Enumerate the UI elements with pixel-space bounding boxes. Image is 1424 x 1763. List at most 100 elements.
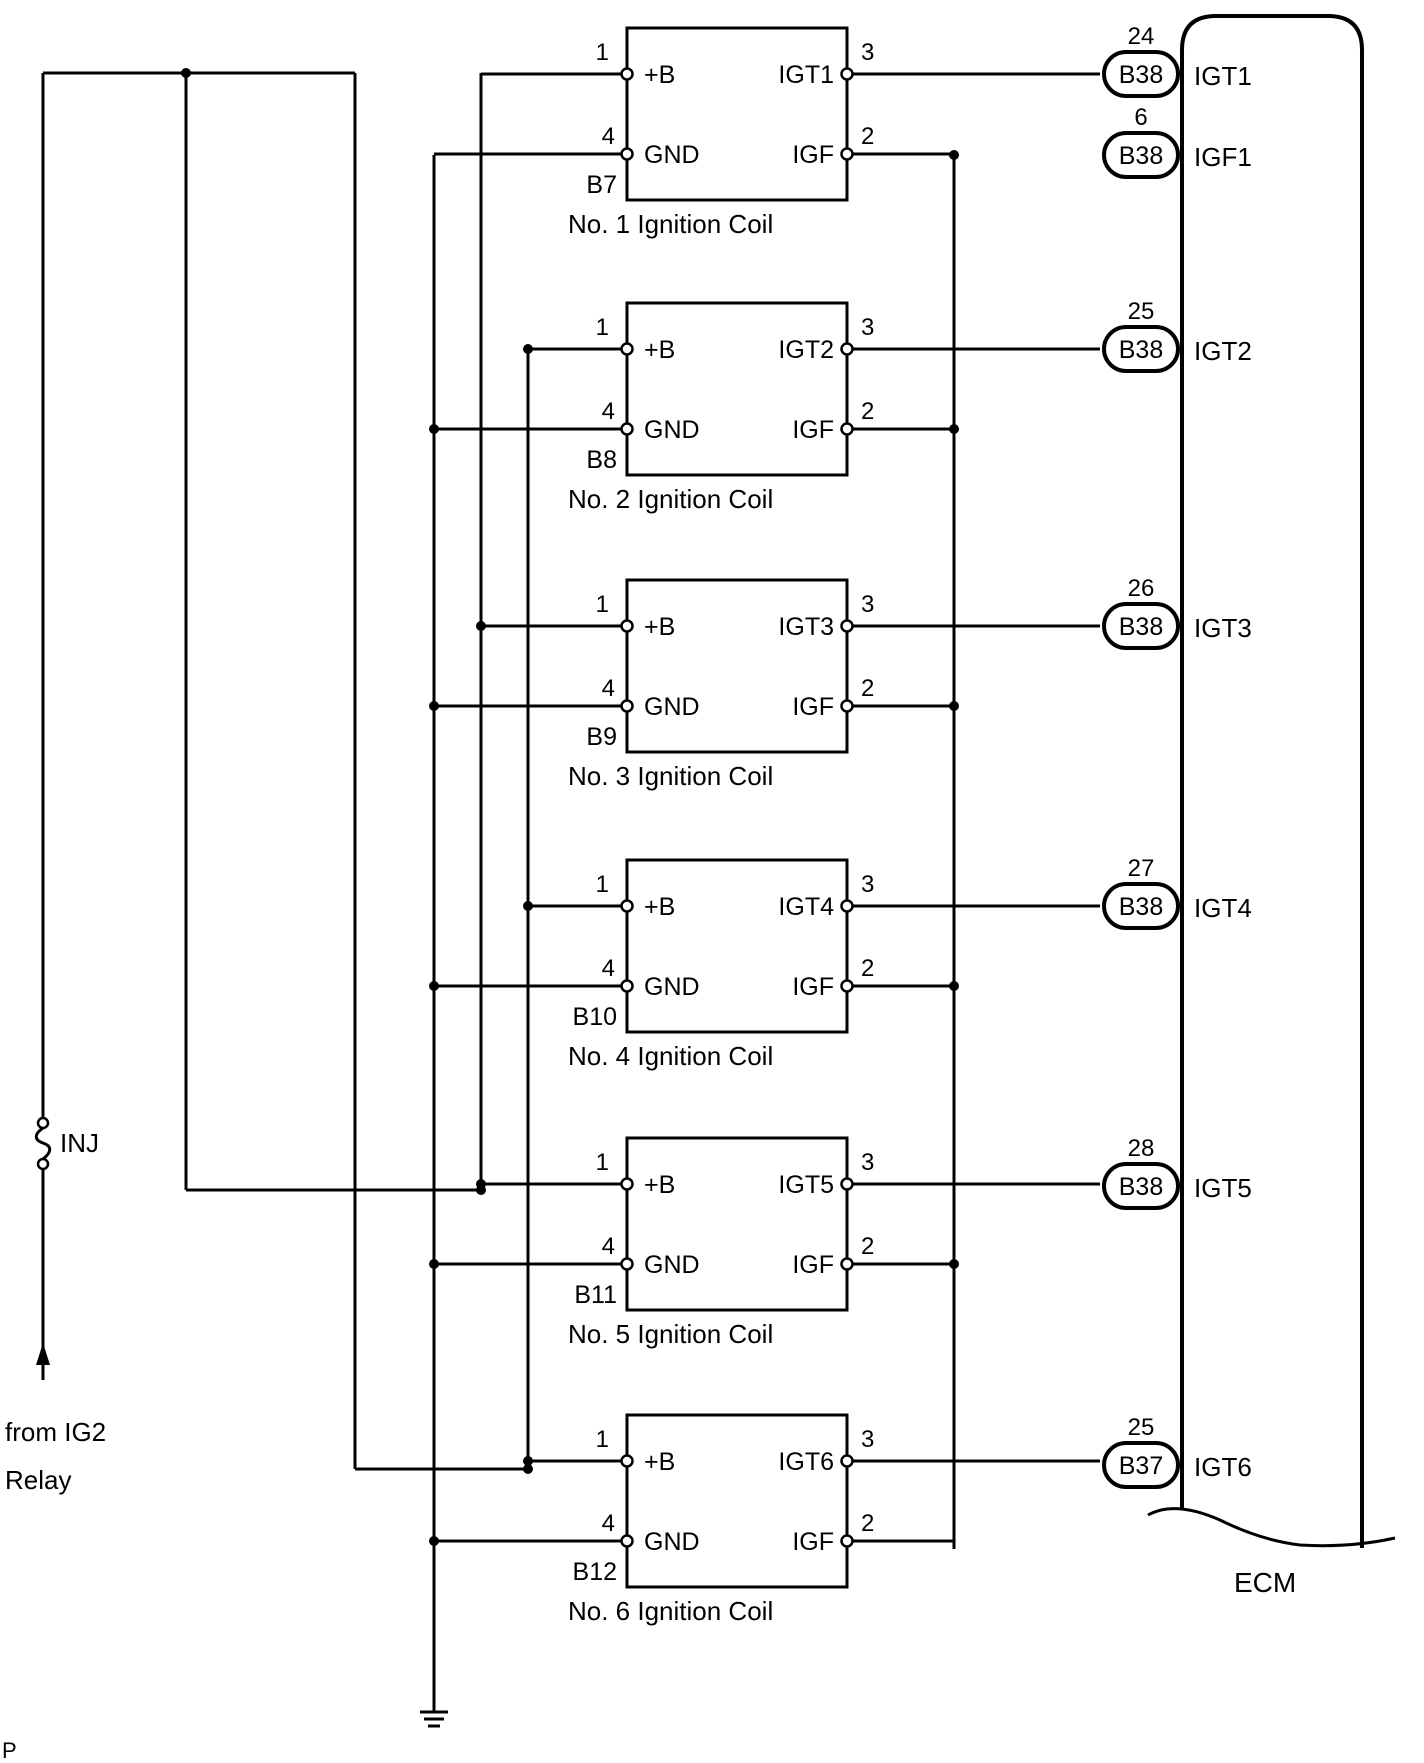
junction-dot xyxy=(523,344,533,354)
igf-pin xyxy=(840,1534,854,1548)
plus-b-pin xyxy=(620,899,634,913)
gnd-label: GND xyxy=(644,1528,700,1556)
ecm-connector-oval xyxy=(1102,1441,1180,1489)
plus-b-label: +B xyxy=(644,61,675,89)
pin-number: 1 xyxy=(596,39,609,66)
gnd-label: GND xyxy=(644,1251,700,1279)
junction-dot xyxy=(523,1456,533,1466)
igf-label: IGF xyxy=(792,1528,834,1556)
junction-dot xyxy=(476,621,486,631)
ecm-signal-label: IGT2 xyxy=(1194,336,1252,366)
igf-pin xyxy=(840,979,854,993)
coil-name-label: No. 5 Ignition Coil xyxy=(568,1319,773,1349)
pin-number: 3 xyxy=(861,1149,874,1176)
ecm-connector-label: B38 xyxy=(1119,1173,1163,1201)
gnd-pin xyxy=(620,147,634,161)
igf-label: IGF xyxy=(792,416,834,444)
ecm-pin-number: 6 xyxy=(1134,104,1147,131)
pin-number: 2 xyxy=(861,955,874,982)
coil-connector-label: B11 xyxy=(574,1281,617,1309)
igt-label: IGT2 xyxy=(778,336,834,364)
igt-label: IGT3 xyxy=(778,613,834,641)
junction-dot xyxy=(181,68,191,78)
plus-b-label: +B xyxy=(644,1171,675,1199)
pin-number: 3 xyxy=(861,314,874,341)
pin-number: 4 xyxy=(602,123,615,150)
plus-b-pin xyxy=(620,1454,634,1468)
igf-label: IGF xyxy=(792,973,834,1001)
junction-dot xyxy=(949,1259,959,1269)
coil-body xyxy=(625,1136,849,1312)
coil-body xyxy=(625,858,849,1034)
gnd-pin xyxy=(620,979,634,993)
igf-label: IGF xyxy=(792,141,834,169)
gnd-label: GND xyxy=(644,973,700,1001)
fuse-label: INJ xyxy=(60,1128,99,1158)
igt-pin xyxy=(840,619,854,633)
ecm-connector-label: B37 xyxy=(1119,1452,1163,1480)
igt-label: IGT1 xyxy=(778,61,834,89)
gnd-label: GND xyxy=(644,693,700,721)
plus-b-pin xyxy=(620,619,634,633)
source-arrow: from IG2 Relay xyxy=(5,1343,106,1495)
igt-pin xyxy=(840,67,854,81)
gnd-pin xyxy=(620,699,634,713)
ecm-pin-number: 27 xyxy=(1128,855,1155,882)
coil-name-label: No. 3 Ignition Coil xyxy=(568,761,773,791)
ecm-connector-oval xyxy=(1102,50,1180,98)
coil-body xyxy=(625,26,849,202)
igt-label: IGT5 xyxy=(778,1171,834,1199)
pin-number: 2 xyxy=(861,1233,874,1260)
ecm-connector-label: B38 xyxy=(1119,61,1163,89)
ecm-pin-number: 24 xyxy=(1128,23,1155,50)
pin-number: 3 xyxy=(861,871,874,898)
junction-dot xyxy=(429,701,439,711)
pin-number: 2 xyxy=(861,398,874,425)
pin-number: 4 xyxy=(602,955,615,982)
plus-b-label: +B xyxy=(644,1448,675,1476)
ecm-signal-label: IGT4 xyxy=(1194,893,1252,923)
gnd-pin xyxy=(620,1534,634,1548)
igf-pin xyxy=(840,699,854,713)
ecm-connector-label: B38 xyxy=(1119,336,1163,364)
junction-dot xyxy=(949,981,959,991)
pin-number: 1 xyxy=(596,1149,609,1176)
ecm-signal-label: IGT5 xyxy=(1194,1173,1252,1203)
junction-dot xyxy=(429,981,439,991)
pin-number: 1 xyxy=(596,591,609,618)
igf-label: IGF xyxy=(792,1251,834,1279)
coil-body xyxy=(625,301,849,477)
ecm-connector-label: B38 xyxy=(1119,893,1163,921)
coil-body xyxy=(625,578,849,754)
ecm-signal-label: IGT1 xyxy=(1194,61,1252,91)
igt-pin xyxy=(840,899,854,913)
gnd-pin xyxy=(620,1257,634,1271)
coil-name-label: No. 2 Ignition Coil xyxy=(568,484,773,514)
plus-b-label: +B xyxy=(644,893,675,921)
pin-number: 3 xyxy=(861,39,874,66)
junction-dot xyxy=(523,1464,533,1474)
junction-dot xyxy=(476,1179,486,1189)
coil-name-label: No. 1 Ignition Coil xyxy=(568,209,773,239)
inj-fuse: INJ xyxy=(34,1116,99,1171)
ecm-label: ECM xyxy=(1234,1567,1296,1598)
plus-b-pin xyxy=(620,1177,634,1191)
igt-pin xyxy=(840,342,854,356)
ecm-connector-label: B38 xyxy=(1119,613,1163,641)
ecm-connector-oval xyxy=(1102,1162,1180,1210)
plus-b-label: +B xyxy=(644,336,675,364)
junction-dot xyxy=(523,901,533,911)
plus-b-label: +B xyxy=(644,613,675,641)
ecm-block: ECM xyxy=(1147,14,1396,1598)
igf-label: IGF xyxy=(792,693,834,721)
pin-number: 1 xyxy=(596,871,609,898)
